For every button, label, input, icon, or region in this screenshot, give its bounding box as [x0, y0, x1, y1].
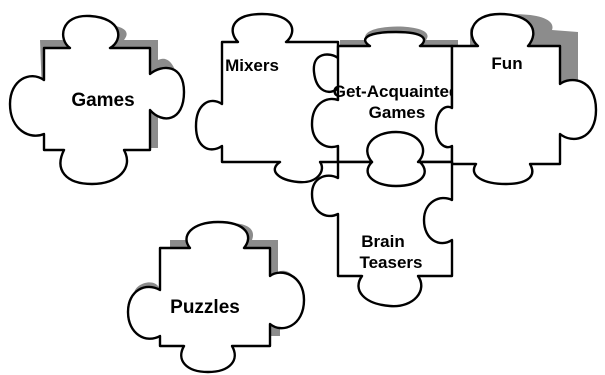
label-brain-teasers-2: Teasers [359, 253, 422, 272]
label-fun: Fun [491, 54, 522, 73]
label-mixers: Mixers [225, 56, 279, 75]
piece-puzzles-group: Puzzles [128, 222, 304, 372]
label-get-acquainted-2: Games [369, 103, 426, 122]
label-puzzles: Puzzles [170, 297, 240, 318]
label-brain-teasers-1: Brain [361, 232, 404, 251]
piece-games: Games [10, 16, 184, 184]
piece-mixers [196, 14, 338, 182]
label-get-acquainted-1: Get-Acquainted [333, 82, 460, 101]
label-games: Games [71, 90, 134, 111]
